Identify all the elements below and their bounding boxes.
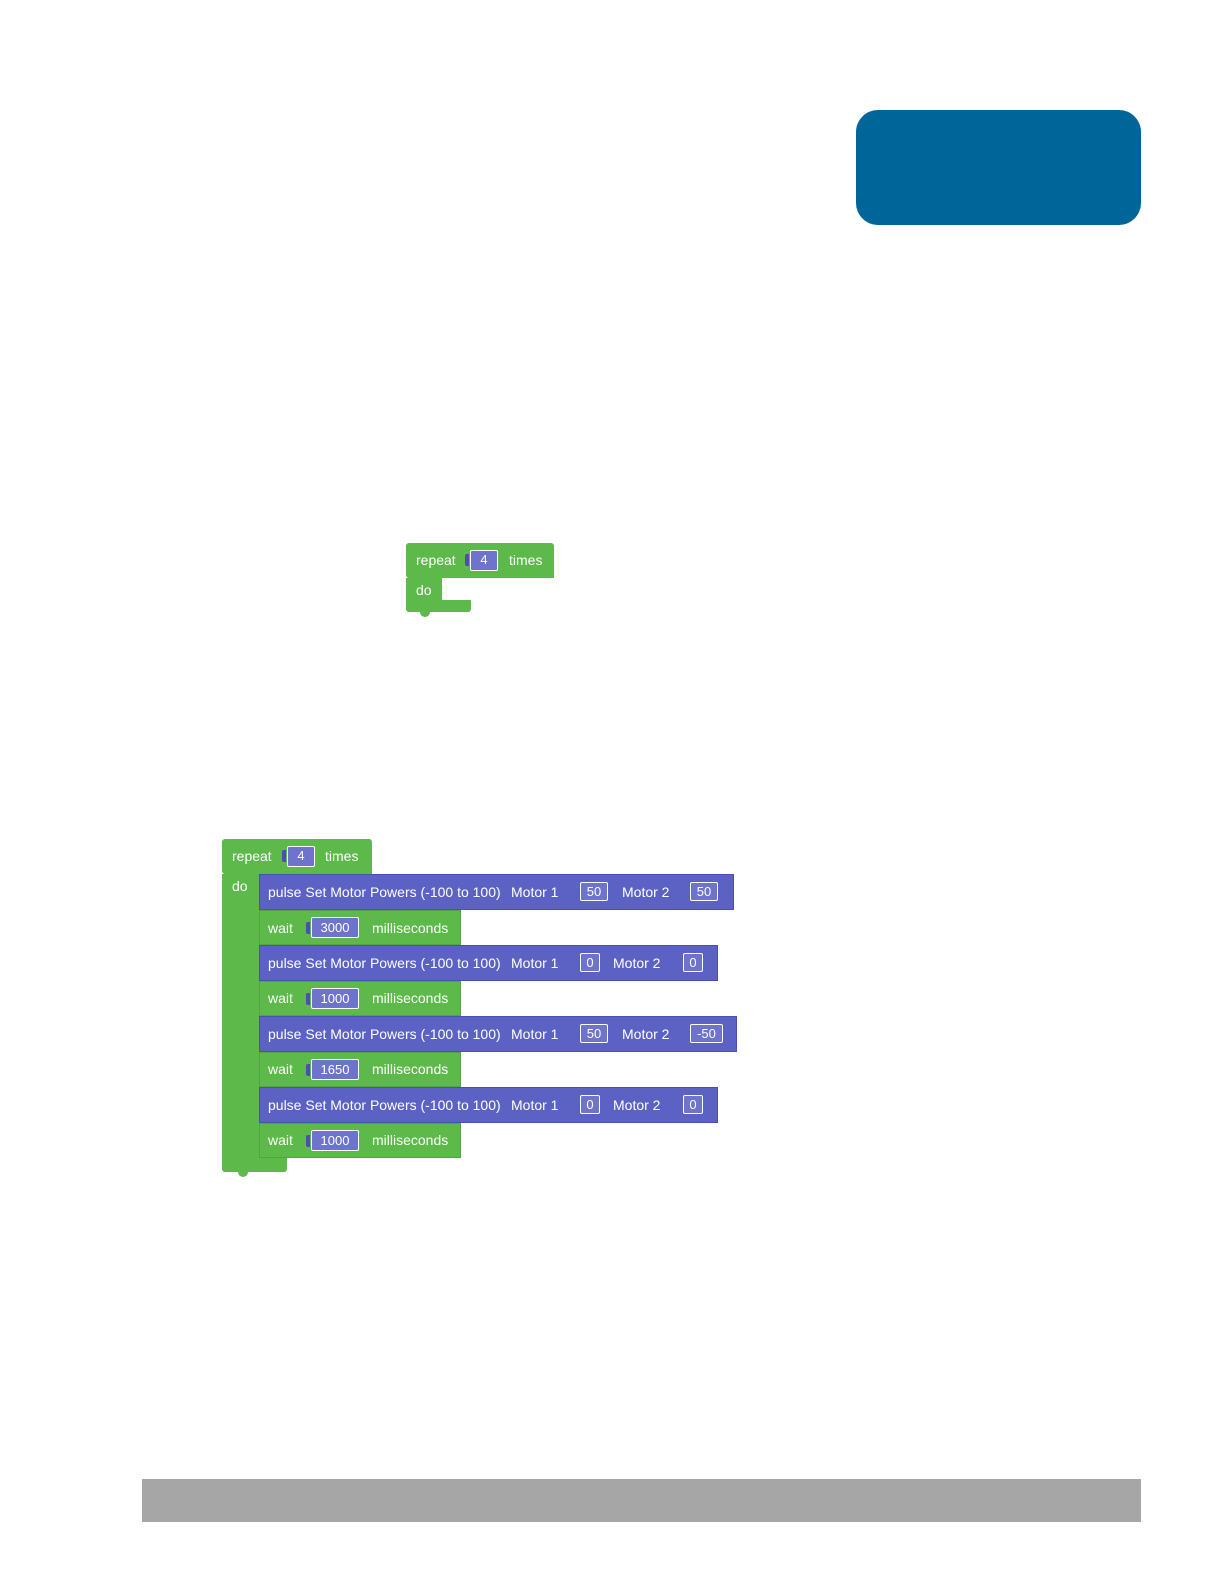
repeat-count-field[interactable]: 4 <box>470 550 498 571</box>
wait-label-1: wait <box>268 920 293 936</box>
motor2-value-4[interactable]: 0 <box>683 1095 703 1114</box>
wait-label-4: wait <box>268 1132 293 1148</box>
wait-label-2: wait <box>268 990 293 1006</box>
pulse-label-3: pulse Set Motor Powers (-100 to 100) <box>268 1026 501 1042</box>
wait-ms-1[interactable]: 3000 <box>311 917 359 938</box>
milliseconds-label-3: milliseconds <box>372 1061 449 1077</box>
milliseconds-label-1: milliseconds <box>372 920 449 936</box>
pulse-label-2: pulse Set Motor Powers (-100 to 100) <box>268 955 501 971</box>
motor1-value-2[interactable]: 0 <box>580 953 600 972</box>
motor1-value-4[interactable]: 0 <box>580 1095 600 1114</box>
wait-ms-2[interactable]: 1000 <box>311 988 359 1009</box>
motor1-label-1: Motor 1 <box>511 884 559 900</box>
wait-block-4[interactable] <box>259 1123 461 1158</box>
motor2-label-4: Motor 2 <box>613 1097 661 1113</box>
wait-block-3[interactable] <box>259 1052 461 1087</box>
pulse-label-4: pulse Set Motor Powers (-100 to 100) <box>268 1097 501 1113</box>
repeat-label: repeat <box>416 552 456 568</box>
wait-block-1[interactable] <box>259 910 461 945</box>
pulse-block-4[interactable] <box>259 1087 718 1123</box>
motor2-value-3[interactable]: -50 <box>690 1024 723 1043</box>
motor2-label-1: Motor 2 <box>622 884 670 900</box>
wait-block-2[interactable] <box>259 981 461 1016</box>
do-label-2: do <box>232 878 248 894</box>
wait-ms-4[interactable]: 1000 <box>311 1130 359 1151</box>
milliseconds-label-2: milliseconds <box>372 990 449 1006</box>
motor1-label-3: Motor 1 <box>511 1026 559 1042</box>
repeat-count-field-2[interactable]: 4 <box>287 846 315 867</box>
repeat-label-2: repeat <box>232 848 272 864</box>
motor2-value-2[interactable]: 0 <box>683 953 703 972</box>
motor1-label-2: Motor 1 <box>511 955 559 971</box>
footer-bar <box>142 1479 1141 1522</box>
motor1-value-1[interactable]: 50 <box>580 882 608 901</box>
times-label: times <box>509 552 543 568</box>
times-label-2: times <box>325 848 359 864</box>
header-box <box>856 110 1141 225</box>
pulse-block-3[interactable] <box>259 1016 737 1052</box>
motor2-label-3: Motor 2 <box>622 1026 670 1042</box>
motor1-label-4: Motor 1 <box>511 1097 559 1113</box>
wait-ms-3[interactable]: 1650 <box>311 1059 359 1080</box>
wait-label-3: wait <box>268 1061 293 1077</box>
do-label: do <box>416 582 432 598</box>
motor1-value-3[interactable]: 50 <box>580 1024 608 1043</box>
pulse-block-2[interactable] <box>259 945 718 981</box>
milliseconds-label-4: milliseconds <box>372 1132 449 1148</box>
pulse-block-1[interactable] <box>259 874 734 910</box>
pulse-label-1: pulse Set Motor Powers (-100 to 100) <box>268 884 501 900</box>
motor2-label-2: Motor 2 <box>613 955 661 971</box>
motor2-value-1[interactable]: 50 <box>690 882 718 901</box>
